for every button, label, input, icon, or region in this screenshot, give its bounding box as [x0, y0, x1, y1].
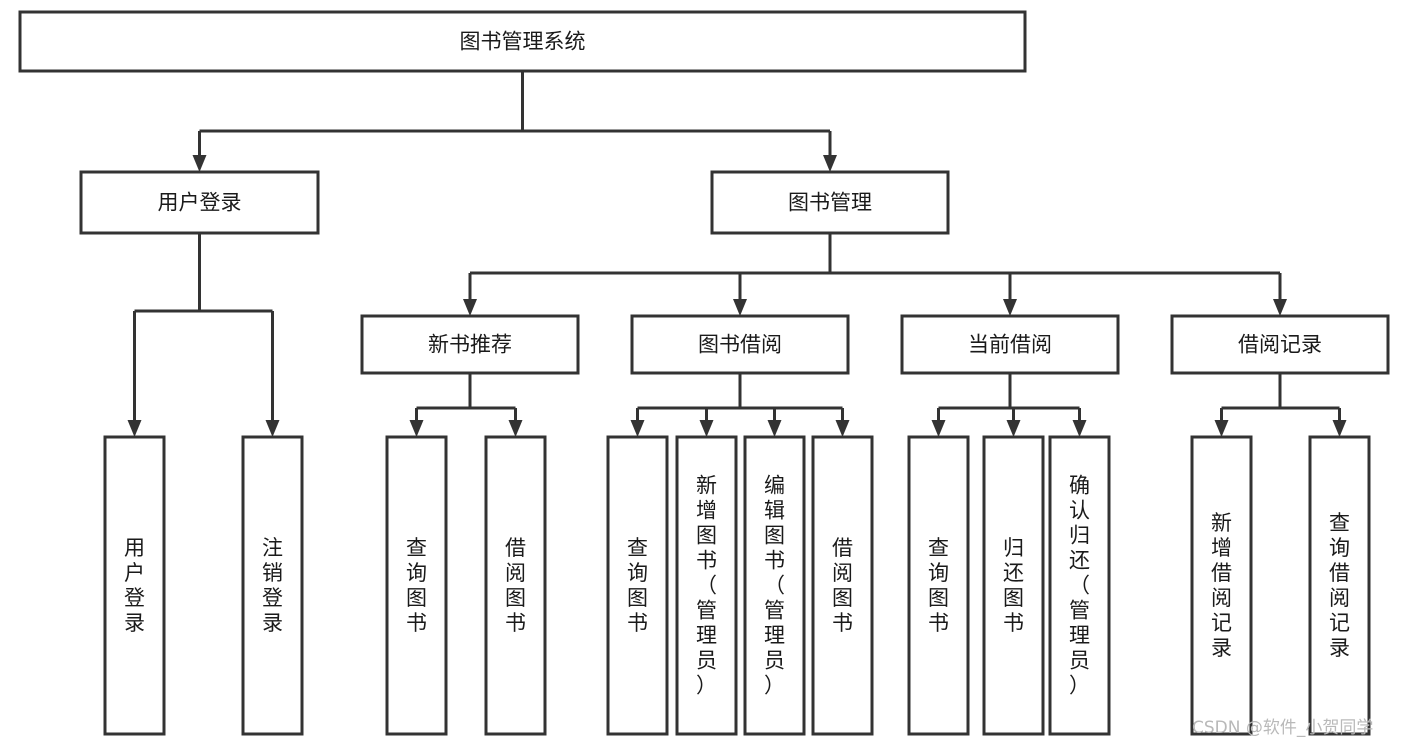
node-leaf-12[interactable]: 查询借阅记录: [1308, 435, 1371, 736]
node-label: 借阅图书: [832, 536, 853, 635]
node-label: 归还图书: [1003, 536, 1024, 635]
node-box[interactable]: [811, 435, 874, 736]
node-box[interactable]: [1170, 314, 1390, 375]
arrow-head-icon: [733, 299, 747, 316]
node-leaf-11[interactable]: 新增借阅记录: [1190, 435, 1253, 736]
arrow-head-icon: [767, 420, 782, 437]
node-layer: 图书管理系统用户登录图书管理新书推荐图书借阅当前借阅借阅记录用户登录注销登录查询…: [18, 10, 1390, 736]
arrow-head-icon: [835, 420, 850, 437]
node-box[interactable]: [79, 170, 320, 235]
node-level3-3[interactable]: 借阅记录: [1170, 314, 1390, 375]
csdn-watermark: CSDN @软件_小贺同学: [1192, 718, 1373, 738]
node-leaf-3[interactable]: 借阅图书: [484, 435, 547, 736]
node-box[interactable]: [360, 314, 580, 375]
node-leaf-0[interactable]: 用户登录: [103, 435, 166, 736]
arrow-head-icon: [463, 299, 477, 316]
node-box[interactable]: [385, 435, 448, 736]
node-leaf-2[interactable]: 查询图书: [385, 435, 448, 736]
node-root-0[interactable]: 图书管理系统: [18, 10, 1027, 73]
node-label: 用户登录: [158, 191, 242, 215]
node-box[interactable]: [630, 314, 850, 375]
arrow-head-icon: [1006, 420, 1021, 437]
arrow-head-icon: [931, 420, 946, 437]
connector-new-book-to-leaves: [409, 373, 523, 437]
node-box[interactable]: [103, 435, 166, 736]
node-box[interactable]: [18, 10, 1027, 73]
node-label: 查询图书: [627, 536, 648, 635]
node-leaf-1[interactable]: 注销登录: [241, 435, 304, 736]
connector-book-borrow-to-leaves: [630, 373, 850, 437]
connector-book-management-to-level3: [463, 233, 1287, 316]
node-label: 编辑图书（管理员）: [764, 474, 785, 698]
node-box[interactable]: [606, 435, 669, 736]
node-box[interactable]: [710, 170, 950, 235]
arrow-head-icon: [823, 155, 837, 172]
node-label: 图书借阅: [698, 333, 782, 357]
node-box[interactable]: [675, 435, 738, 736]
node-box[interactable]: [241, 435, 304, 736]
node-label: 新增图书（管理员）: [696, 474, 717, 698]
node-label: 当前借阅: [968, 333, 1052, 357]
node-box[interactable]: [1190, 435, 1253, 736]
node-level3-2[interactable]: 当前借阅: [900, 314, 1120, 375]
node-label: 用户登录: [124, 536, 145, 635]
node-leaf-7[interactable]: 借阅图书: [811, 435, 874, 736]
node-leaf-8[interactable]: 查询图书: [907, 435, 970, 736]
node-box[interactable]: [907, 435, 970, 736]
node-leaf-9[interactable]: 归还图书: [982, 435, 1045, 736]
arrow-head-icon: [1332, 420, 1347, 437]
node-label: 查询图书: [928, 536, 949, 635]
node-level3-0[interactable]: 新书推荐: [360, 314, 580, 375]
arrow-head-icon: [508, 420, 523, 437]
arrow-head-icon: [1003, 299, 1017, 316]
node-box[interactable]: [1048, 435, 1111, 736]
node-label: 新增借阅记录: [1211, 511, 1232, 660]
node-label: 新书推荐: [428, 333, 512, 357]
node-label: 注销登录: [262, 536, 283, 635]
node-box[interactable]: [484, 435, 547, 736]
node-label: 查询借阅记录: [1329, 511, 1350, 660]
connector-current-borrow-to-leaves: [931, 373, 1087, 437]
arrow-head-icon: [1072, 420, 1087, 437]
arrow-head-icon: [699, 420, 714, 437]
connector-layer: [127, 71, 1347, 437]
node-label: 确认归还（管理员）: [1069, 474, 1090, 698]
node-level3-1[interactable]: 图书借阅: [630, 314, 850, 375]
arrow-head-icon: [630, 420, 645, 437]
connector-user-login-to-leaves: [127, 233, 280, 437]
node-label: 借阅图书: [505, 536, 526, 635]
node-leaf-10[interactable]: 确认归还（管理员）: [1048, 435, 1111, 736]
node-box[interactable]: [1308, 435, 1371, 736]
node-leaf-5[interactable]: 新增图书（管理员）: [675, 435, 738, 736]
arrow-head-icon: [265, 420, 280, 437]
node-leaf-4[interactable]: 查询图书: [606, 435, 669, 736]
node-box[interactable]: [982, 435, 1045, 736]
arrow-head-icon: [1273, 299, 1287, 316]
node-label: 图书管理: [788, 191, 872, 215]
arrow-head-icon: [127, 420, 142, 437]
node-box[interactable]: [743, 435, 806, 736]
connector-root-to-level2: [192, 71, 837, 172]
node-label: 借阅记录: [1238, 333, 1322, 357]
node-label: 查询图书: [406, 536, 427, 635]
node-level2-1[interactable]: 图书管理: [710, 170, 950, 235]
arrow-head-icon: [192, 155, 207, 172]
node-label: 图书管理系统: [460, 30, 586, 54]
arrow-head-icon: [1214, 420, 1229, 437]
node-level2-0[interactable]: 用户登录: [79, 170, 320, 235]
connector-borrow-record-to-leaves: [1214, 373, 1347, 437]
node-box[interactable]: [900, 314, 1120, 375]
arrow-head-icon: [409, 420, 424, 437]
node-leaf-6[interactable]: 编辑图书（管理员）: [743, 435, 806, 736]
